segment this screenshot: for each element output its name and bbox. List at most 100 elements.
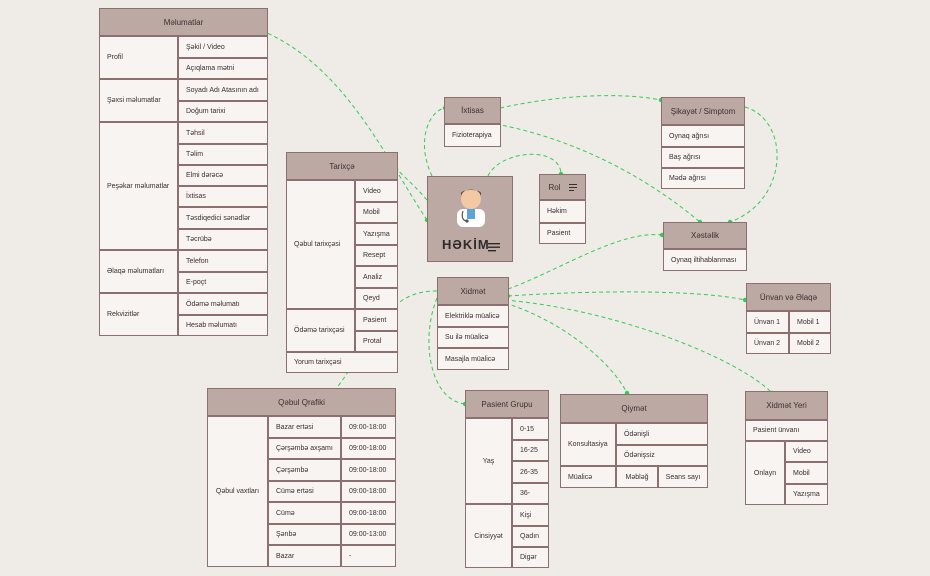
doctor-label: HƏKİM (442, 237, 490, 252)
qiymet-footer: Müalicə (560, 466, 616, 488)
melumatlar-group-rekvizit: Rekvizitlər (99, 293, 178, 336)
sikayet-item: Oynaq ağrısı (661, 125, 745, 147)
melumatlar-item: Elmi dərəcə (178, 165, 268, 186)
pasient-item: 26-35 (512, 461, 549, 483)
doctor-avatar-icon (457, 189, 485, 227)
qebul-time: - (341, 545, 396, 567)
edge-xidmet-qiymet (504, 302, 628, 394)
xidmet-item: Su ilə müalicə (437, 327, 509, 348)
melumatlar-item: Açıqlama mətni (178, 58, 268, 79)
xidmet-yeri-title: Xidmət Yeri (745, 391, 828, 420)
melumatlar-item: Təcrübə (178, 229, 268, 250)
tarixce-item: Qeyd (355, 288, 398, 309)
melumatlar-group-pesekar: Peşəkar məlumatlar (99, 122, 178, 250)
qebul-day: Bazar ertəsi (268, 416, 341, 438)
xidmet-item: Elektriklə müalicə (437, 305, 509, 327)
melumatlar-group-profil: Profil (99, 36, 178, 79)
pasient-group-cinsiyyet: Cinsiyyət (465, 504, 512, 568)
tarixce-item: Analiz (355, 266, 398, 288)
melumatlar-item: Təlim (178, 144, 268, 165)
ixtisas-title: İxtisas (444, 97, 501, 124)
pasient-grupu-title: Pasient Grupu (465, 390, 549, 418)
pasient-item: 16-25 (512, 440, 549, 461)
edge-doctor-ixtisas (423, 107, 446, 177)
melumatlar-item: Hesab məlumatı (178, 315, 268, 336)
qiymet-footer: Məbləğ (616, 466, 658, 488)
qebul-time: 09:00-18:00 (341, 459, 396, 481)
qebul-day: Cümə ertəsi (268, 481, 341, 502)
edge-ixtisas-xestelik (495, 123, 701, 223)
unvan-cell: Mobil 1 (789, 311, 831, 333)
tarixce-item: Mobil (355, 202, 398, 223)
xidmet-yeri-top: Pasient ünvanı (745, 420, 828, 441)
qebul-time: 09:00-18:00 (341, 416, 396, 438)
qebul-day: Bazar (268, 545, 341, 567)
xidmet-yeri-item: Yazışma (785, 484, 828, 505)
pasient-item: Digər (512, 547, 549, 568)
rol-item: Həkim (539, 200, 586, 223)
melumatlar-item: Təsdiqedici sənədlər (178, 207, 268, 229)
tarixce-item: Yazışma (355, 223, 398, 245)
edge-ixtisas-sikayet (499, 95, 662, 109)
qiymet-footer: Seans sayı (658, 466, 708, 488)
qiymet-item: Ödənişsiz (616, 445, 708, 466)
edge-doctor-tarixce (397, 167, 428, 201)
qiymet-item: Ödənişli (616, 423, 708, 445)
xidmet-yeri-item: Video (785, 441, 828, 462)
qebul-time: 09:00-18:00 (341, 481, 396, 502)
rol-item: Pasient (539, 223, 586, 244)
sikayet-item: Baş ağrısı (661, 147, 745, 168)
tarixce-item: Resept (355, 245, 398, 266)
edge-xidmet-unvan (507, 291, 746, 301)
tarixce-group-odeme: Ödəmə tarixçəsi (286, 309, 355, 352)
pasient-item: Kişi (512, 504, 549, 526)
sikayet-title: Şikayət / Simptom (661, 97, 745, 125)
melumatlar-item: Doğum tarixi (178, 101, 268, 122)
pasient-item: Qadın (512, 526, 549, 547)
ixtisas-item: Fizioterapiya (444, 124, 501, 147)
pasient-item: 0-15 (512, 418, 549, 440)
rol-title: Rol (539, 174, 586, 200)
unvan-cell: Mobil 2 (789, 333, 831, 354)
unvan-cell: Ünvan 1 (746, 311, 789, 333)
qebul-time: 09:00-13:00 (341, 524, 396, 545)
qebul-day: Çərşəmbə (268, 459, 341, 481)
tarixce-title: Tarixçə (286, 152, 398, 180)
qebul-day: Çərşəmbə axşamı (268, 438, 341, 459)
edge-xidmet-pasient (428, 297, 466, 405)
melumatlar-item: Ödəmə məlumatı (178, 293, 268, 315)
xestelik-item: Oynaq iltihablanması (663, 249, 747, 271)
doctor-card[interactable]: HƏKİM (427, 176, 513, 262)
edge-doctor-rol (487, 153, 562, 177)
xidmet-title: Xidmət (437, 277, 509, 305)
qebul-title: Qəbul Qrafiki (207, 388, 396, 416)
xidmet-yeri-item: Mobil (785, 462, 828, 484)
tarixce-group-qebul: Qəbul tarixçəsi (286, 180, 355, 309)
menu-lines-icon[interactable] (488, 242, 500, 252)
xidmet-yeri-group: Onlayn (745, 441, 785, 505)
tarixce-item: Video (355, 180, 398, 202)
qebul-time: 09:00-18:00 (341, 502, 396, 524)
melumatlar-item: E-poçt (178, 272, 268, 293)
edge-xidmet-xestelik (507, 234, 663, 290)
qebul-time: 09:00-18:00 (341, 438, 396, 459)
qebul-day: Cümə (268, 502, 341, 524)
qebul-group-label: Qəbul vaxtları (207, 416, 268, 567)
melumatlar-group-elaqe: Əlaqə məlumatları (99, 250, 178, 293)
menu-lines-icon[interactable] (568, 183, 577, 191)
edge-sikayet-xestelik (729, 106, 778, 223)
tarixce-footer: Yorum tarixçəsi (286, 352, 398, 373)
qebul-day: Şənbə (268, 524, 341, 545)
tarixce-item: Protal (355, 331, 398, 352)
melumatlar-item: Şəkil / Video (178, 36, 268, 58)
melumatlar-title: Məlumatlar (99, 8, 268, 36)
qiymet-group-label: Konsultasiya (560, 423, 616, 466)
unvan-title: Ünvan və Əlaqə (746, 283, 831, 311)
edge-xidmet-yeri (504, 299, 773, 394)
tarixce-item: Pasient (355, 309, 398, 331)
rol-title-text: Rol (548, 182, 561, 192)
pasient-group-yas: Yaş (465, 418, 512, 504)
pasient-item: 36- (512, 483, 549, 504)
melumatlar-item: Soyadı Adı Atasının adı (178, 79, 268, 101)
sikayet-item: Mədə ağrısı (661, 168, 745, 189)
